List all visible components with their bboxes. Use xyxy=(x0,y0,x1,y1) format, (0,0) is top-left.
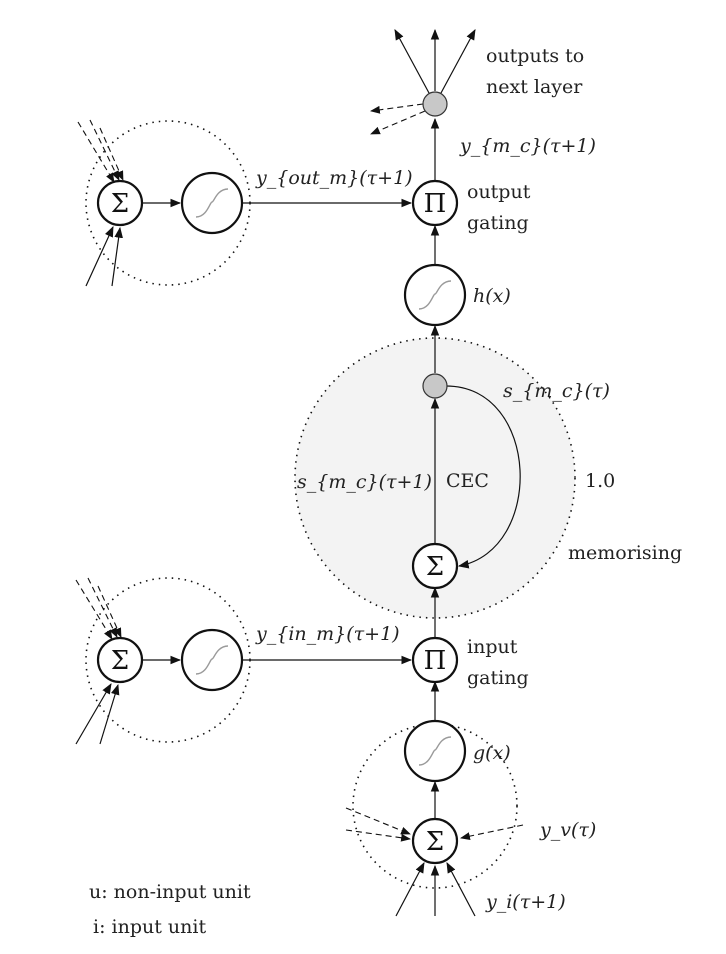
output-gating-label-line1: output xyxy=(467,181,531,203)
input-gate-sum-symbol: Σ xyxy=(111,646,129,676)
input-product-node: Π xyxy=(411,636,459,684)
input-product-symbol: Π xyxy=(424,646,447,676)
edge-out-in-dash1 xyxy=(77,121,115,183)
sigmoid-curve-icon xyxy=(418,736,452,766)
edge-in-in-solid2 xyxy=(99,683,120,745)
cec-sum-symbol: Σ xyxy=(426,552,444,582)
cell-state-dot xyxy=(422,373,448,399)
input-gate-sigmoid-node xyxy=(180,628,244,692)
cell-input-region xyxy=(352,723,518,889)
cec-label: CEC xyxy=(446,470,489,492)
cell-input-sum-node: Σ xyxy=(411,817,459,865)
edge-cell-in-solid1 xyxy=(395,862,425,917)
h-squash-node xyxy=(403,263,467,327)
edge-out-up-right xyxy=(440,29,476,94)
outputs-label-line2: next layer xyxy=(486,76,583,98)
s-mc-tau1-label: s_{m_c}(τ+1) xyxy=(297,471,432,493)
edge-out-in-solid1 xyxy=(85,226,114,287)
output-connection-dot xyxy=(422,91,448,117)
edge-out-in-dash2 xyxy=(89,119,120,181)
edge-in-in-dash2 xyxy=(87,577,118,638)
edge-in-in-dash3 xyxy=(97,585,122,638)
outputs-label-line1: outputs to xyxy=(486,45,584,67)
edge-cell-in-dash3 xyxy=(460,824,524,841)
edge-out-up-left xyxy=(394,29,430,94)
edge-in-in-dash1 xyxy=(75,579,113,640)
edge-out-dash-down-left xyxy=(370,110,426,135)
edge-out-dash-left xyxy=(370,103,424,114)
output-product-node: Π xyxy=(411,179,459,227)
edge-cell-in-solid3 xyxy=(446,862,476,917)
sigmoid-curve-icon xyxy=(195,188,229,218)
recurrent-weight-label: 1.0 xyxy=(585,470,615,492)
output-gate-sum-symbol: Σ xyxy=(111,189,129,219)
y-out-label: y_{out_m}(τ+1) xyxy=(255,167,413,189)
cell-input-sum-symbol: Σ xyxy=(426,827,444,857)
input-gate-sum-node: Σ xyxy=(96,636,144,684)
edge-out-in-solid2 xyxy=(111,226,123,287)
memorising-label: memorising xyxy=(568,542,682,564)
cec-sum-node: Σ xyxy=(411,542,459,590)
output-product-symbol: Π xyxy=(424,189,447,219)
y-in-label: y_{in_m}(τ+1) xyxy=(255,623,400,645)
edge-out-in-dash3 xyxy=(99,127,124,181)
output-gating-label-line2: gating xyxy=(467,212,529,234)
sigmoid-curve-icon xyxy=(195,645,229,675)
input-gating-label-line2: gating xyxy=(467,667,529,689)
legend-non-input-unit: u: non-input unit xyxy=(89,881,251,903)
edge-cec-recurrence-loop xyxy=(445,385,521,569)
y-mc-label: y_{m_c}(τ+1) xyxy=(459,135,596,157)
output-gate-sigmoid-node xyxy=(180,171,244,235)
s-mc-tau-label: s_{m_c}(τ) xyxy=(503,380,610,402)
y-i-label: y_i(τ+1) xyxy=(485,891,566,913)
g-x-label: g(x) xyxy=(473,742,511,764)
edge-cell-in-dash2 xyxy=(345,829,411,842)
g-squash-node xyxy=(403,719,467,783)
input-gating-label-line1: input xyxy=(467,636,518,658)
h-x-label: h(x) xyxy=(473,285,511,307)
y-v-label: y_v(τ) xyxy=(539,819,596,841)
edge-in-in-solid1 xyxy=(75,683,112,745)
output-gate-sum-node: Σ xyxy=(96,179,144,227)
legend-input-unit: i: input unit xyxy=(93,916,206,938)
edge-cell-in-dash1 xyxy=(345,807,411,835)
sigmoid-curve-icon xyxy=(418,280,452,310)
